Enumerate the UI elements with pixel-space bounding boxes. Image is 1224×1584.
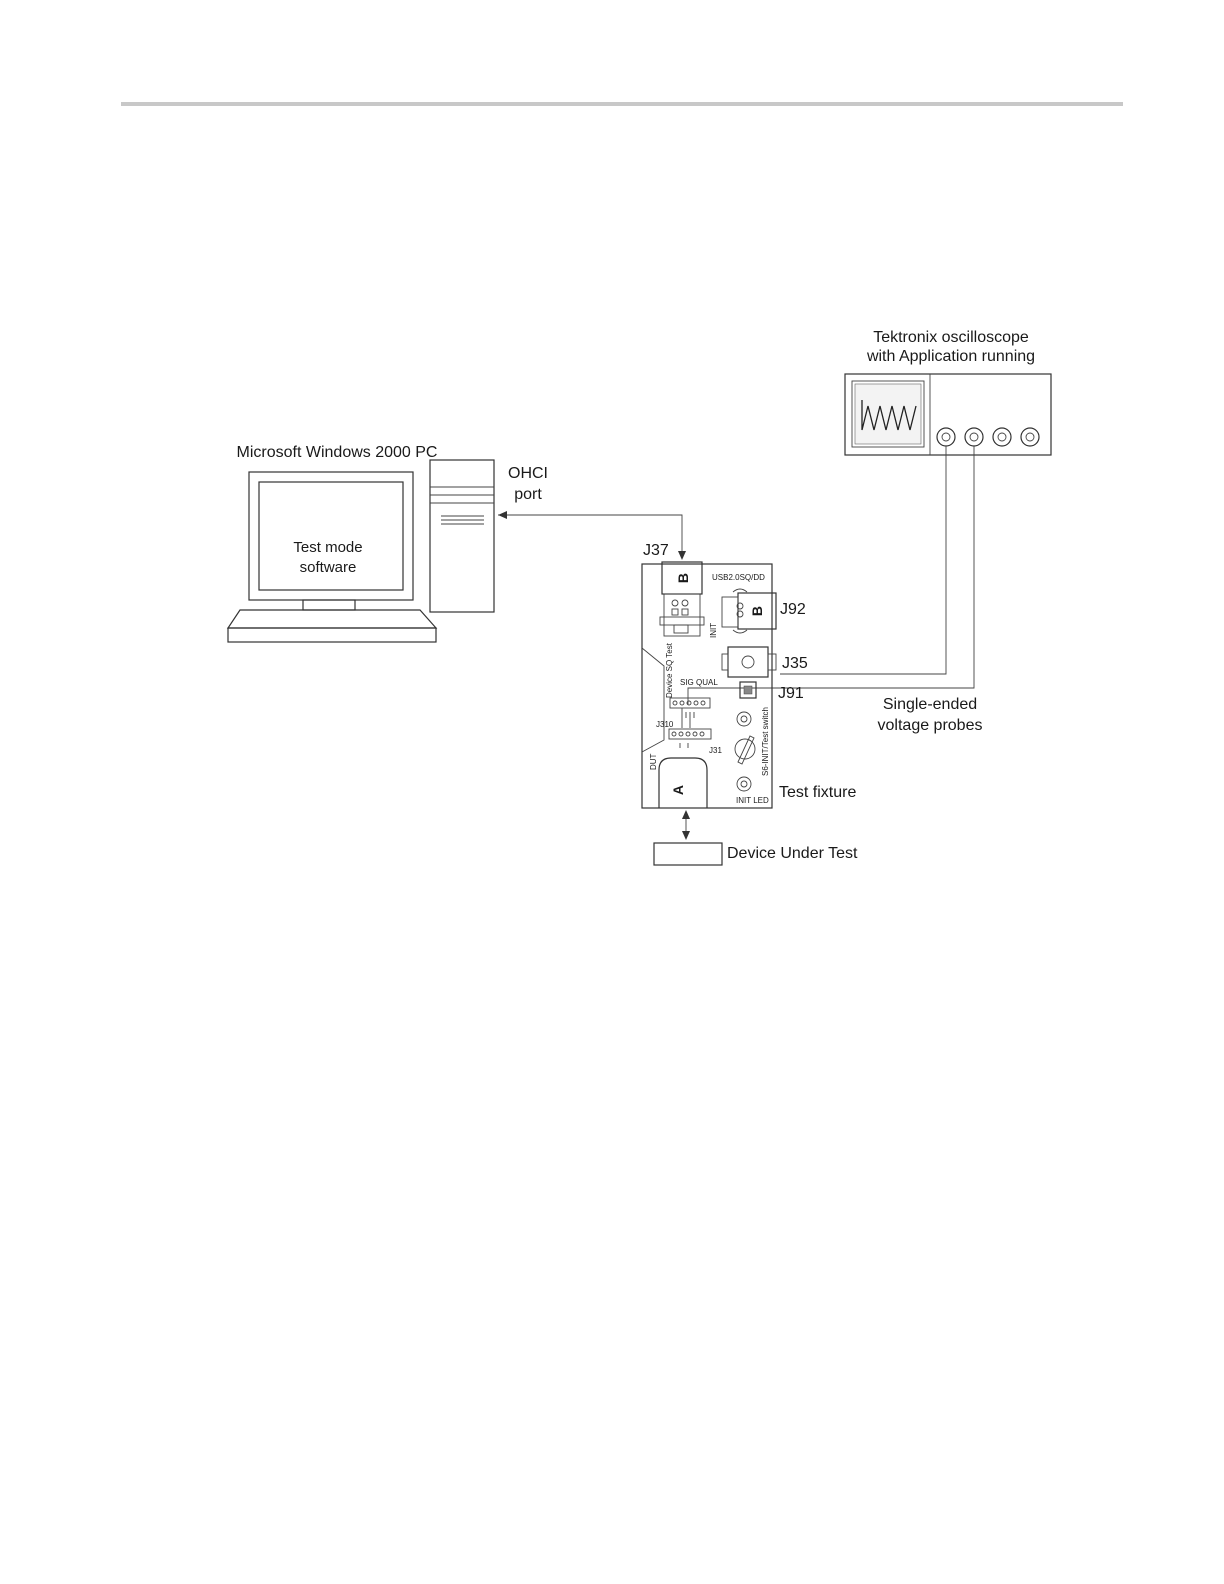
pc-screen-text-2: software xyxy=(300,559,357,576)
scope-label-2: with Application running xyxy=(866,348,1035,365)
probes-label-1: Single-ended xyxy=(883,696,977,713)
usb-board-label: USB2.0SQ/DD xyxy=(712,573,765,582)
connector-b2-letter: B xyxy=(749,606,765,616)
connector-a xyxy=(659,758,707,808)
probes-label-2: voltage probes xyxy=(878,717,983,734)
dut-board-label: DUT xyxy=(649,753,658,770)
j310-label: J310 xyxy=(656,720,674,729)
pc-monitor xyxy=(228,472,436,642)
connector-j91 xyxy=(740,682,756,698)
init-board-label: INIT xyxy=(709,623,718,638)
connector-b1-letter: B xyxy=(675,573,691,583)
dut-cable xyxy=(682,810,690,840)
j91-label: J91 xyxy=(778,685,804,702)
oscilloscope xyxy=(845,374,1051,455)
j35-label: J35 xyxy=(782,655,808,672)
ohci-label-2: port xyxy=(514,486,542,503)
device-sq-test-label: Device SQ Test xyxy=(665,642,674,698)
pin-header-bottom xyxy=(669,729,711,748)
j92-label: J92 xyxy=(780,601,806,618)
scope-label-1: Tektronix oscilloscope xyxy=(873,329,1029,346)
switch-label: S6-INIT/Test switch xyxy=(761,707,770,776)
pc-screen-text-1: Test mode xyxy=(293,539,362,556)
init-led xyxy=(737,777,751,791)
led-top xyxy=(737,712,751,726)
pc-tower xyxy=(430,460,494,612)
connector-a-letter: A xyxy=(670,785,686,795)
sig-qual-label: SIG QUAL xyxy=(680,678,718,687)
test-switch xyxy=(735,736,755,764)
scope-channel-connectors xyxy=(937,428,1039,446)
fixture-label: Test fixture xyxy=(779,784,856,801)
dut-label: Device Under Test xyxy=(727,845,858,862)
connector-j35 xyxy=(722,647,776,677)
init-led-label: INIT LED xyxy=(736,796,769,805)
j37-label: J37 xyxy=(643,542,669,559)
device-under-test-box xyxy=(654,843,722,865)
pc-label: Microsoft Windows 2000 PC xyxy=(237,444,438,461)
j31-label: J31 xyxy=(709,746,722,755)
ohci-label-1: OHCI xyxy=(508,465,548,482)
